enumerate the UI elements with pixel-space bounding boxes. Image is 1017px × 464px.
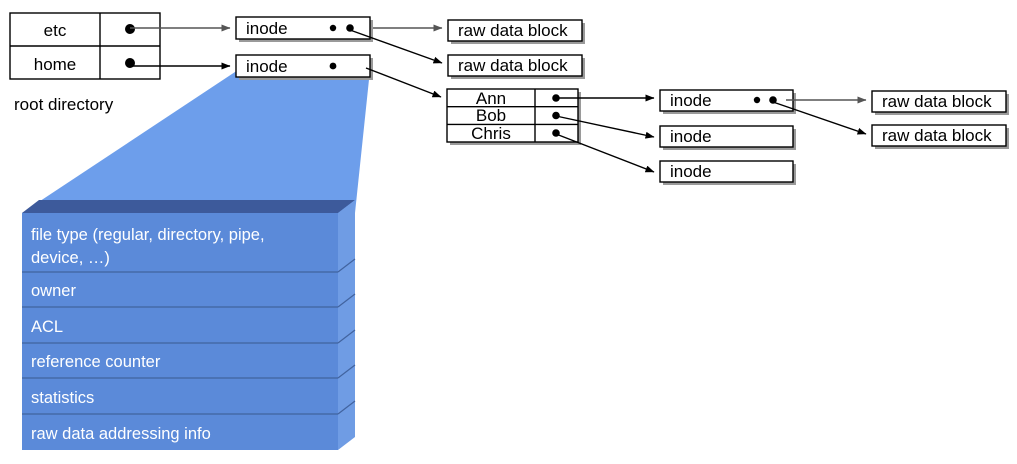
slab-top-face bbox=[22, 200, 355, 213]
slab-label-0-line1: file type (regular, directory, pipe, bbox=[31, 226, 265, 244]
root-entry-pointer-0 bbox=[125, 24, 135, 34]
inode-level1-0-pointer-0 bbox=[329, 24, 337, 32]
root-entry-name-0: etc bbox=[44, 21, 67, 40]
slab-front-2 bbox=[22, 307, 338, 343]
slab-label-1: owner bbox=[31, 282, 76, 300]
slab-front-5 bbox=[22, 414, 338, 450]
raw-block-level2-1-label: raw data block bbox=[882, 126, 992, 145]
arrow-chris-to-inode bbox=[555, 133, 655, 173]
inode-level1-1-pointer-0 bbox=[329, 62, 337, 70]
home-entry-name-1: Bob bbox=[476, 106, 506, 125]
raw-block-level1-1: raw data block bbox=[447, 54, 585, 79]
root-directory-caption: root directory bbox=[14, 95, 114, 114]
raw-block-level1-1-label: raw data block bbox=[458, 56, 568, 75]
inode-level2-0-label: inode bbox=[670, 91, 712, 110]
slab-label-0-line2: device, …) bbox=[31, 249, 110, 267]
home-entry-name-0: Ann bbox=[476, 89, 506, 108]
inode-level1-1: inode bbox=[235, 54, 373, 80]
slab-label-4: statistics bbox=[31, 389, 94, 407]
inode-level1-0-pointer-1 bbox=[346, 24, 354, 32]
inode-level1-0-label: inode bbox=[246, 19, 288, 38]
slab-label-5: raw data addressing info bbox=[31, 425, 211, 443]
raw-block-level2-1: raw data block bbox=[871, 124, 1009, 149]
arrow-inode1-to-rawblock1 bbox=[349, 29, 443, 64]
inode-level2-1: inode bbox=[659, 125, 796, 150]
inode-detail-stack: file type (regular, directory, pipe, dev… bbox=[22, 200, 356, 450]
arrow-bob-to-inode bbox=[555, 115, 655, 139]
slab-front-0 bbox=[22, 213, 338, 272]
inode-level2-2-label: inode bbox=[670, 162, 712, 181]
home-entry-name-2: Chris bbox=[471, 124, 511, 143]
raw-block-level2-0: raw data block bbox=[871, 90, 1009, 115]
slab-front-3 bbox=[22, 343, 338, 378]
slab-front-1 bbox=[22, 272, 338, 307]
root-entry-name-1: home bbox=[34, 55, 77, 74]
slab-label-2: ACL bbox=[31, 318, 63, 336]
root-directory-table: etc home root directory bbox=[9, 12, 161, 114]
arrow-inode3-to-rawblock1 bbox=[772, 101, 867, 135]
callout-wedge bbox=[22, 70, 370, 213]
inode-level2-1-label: inode bbox=[670, 127, 712, 146]
raw-block-level2-0-label: raw data block bbox=[882, 92, 992, 111]
slab-label-3: reference counter bbox=[31, 353, 161, 371]
home-entry-pointer-1 bbox=[552, 111, 560, 120]
inode-level1-0: inode bbox=[235, 16, 373, 42]
arrow-inode2-to-home-dir bbox=[365, 67, 442, 98]
inode-level1-1-label: inode bbox=[246, 57, 288, 76]
inode-level2-0-pointer-0 bbox=[753, 96, 761, 104]
raw-block-level1-0-label: raw data block bbox=[458, 21, 568, 40]
inode-level2-0: inode bbox=[659, 89, 796, 114]
inode-level2-0-pointer-1 bbox=[769, 96, 777, 104]
inode-level2-2: inode bbox=[659, 160, 796, 185]
slab-front-4 bbox=[22, 378, 338, 414]
raw-block-level1-0: raw data block bbox=[447, 19, 585, 44]
